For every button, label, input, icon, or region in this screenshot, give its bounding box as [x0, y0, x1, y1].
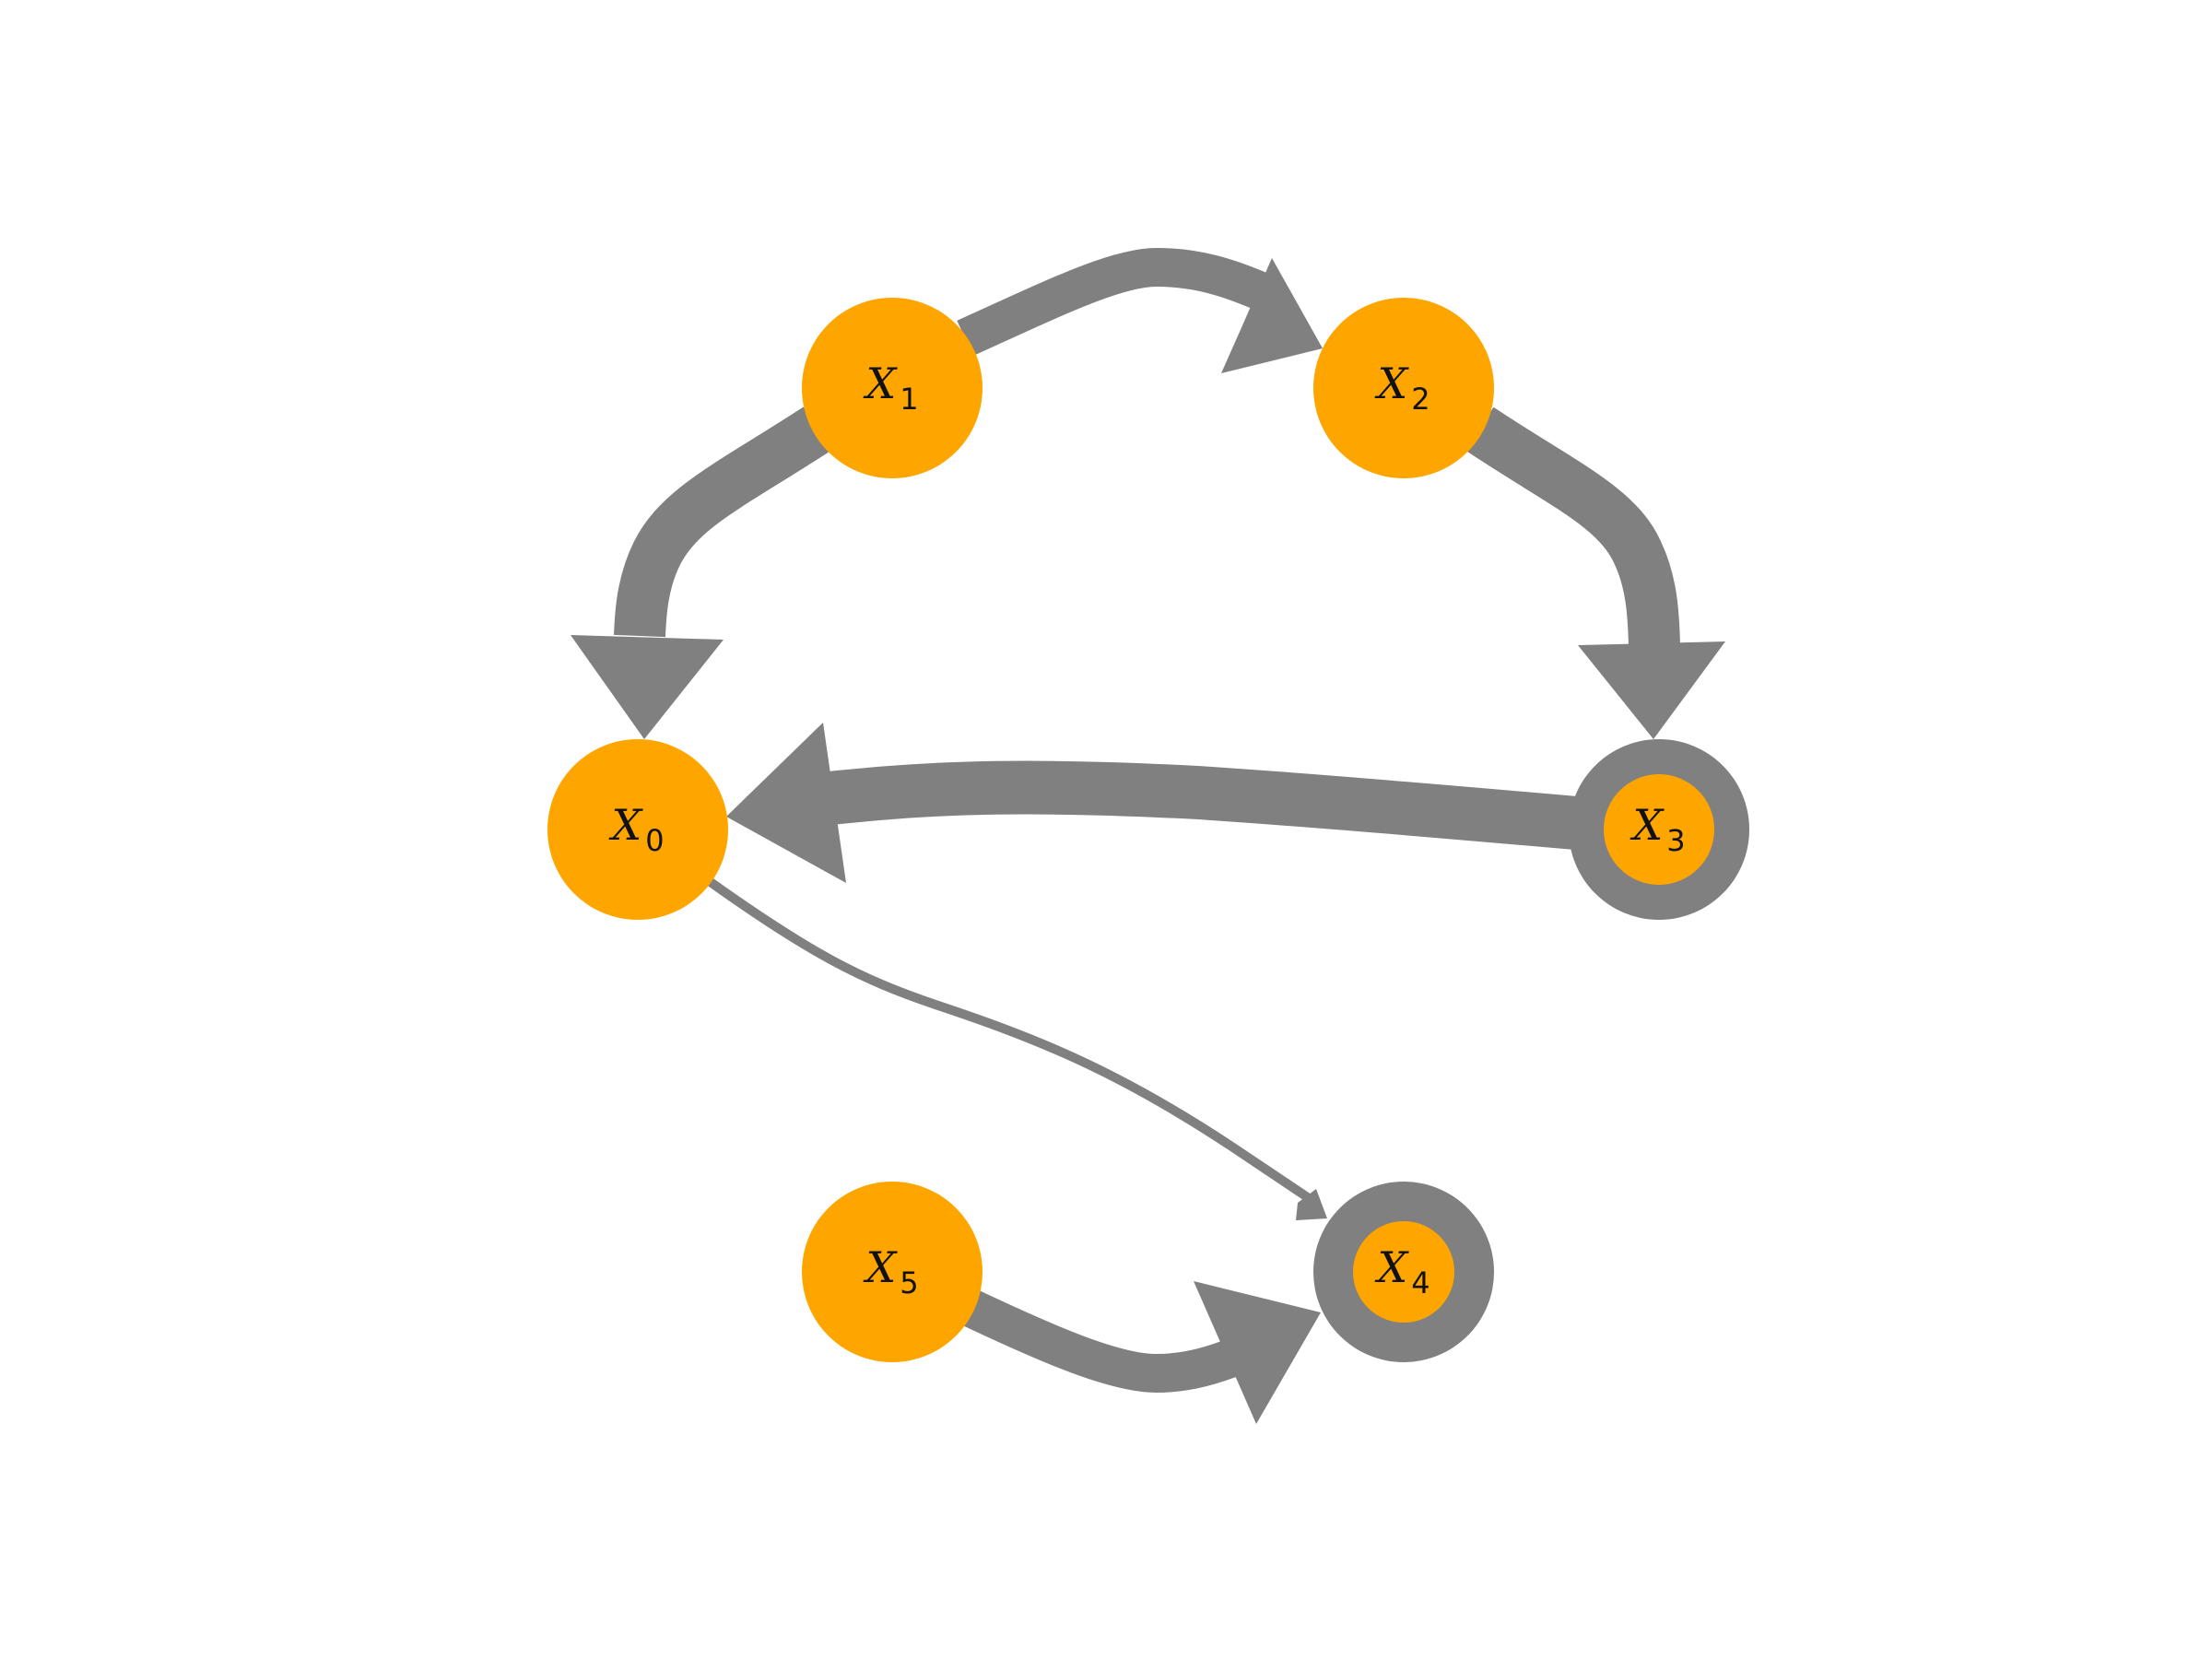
node-subscript: 4: [1411, 1265, 1430, 1300]
node-circle: [802, 298, 982, 478]
node-symbol: X: [1374, 1242, 1409, 1292]
edge-x3-x0: [726, 723, 1579, 883]
node-circle: [547, 739, 728, 920]
node-subscript: 3: [1666, 823, 1685, 858]
node-symbol: X: [608, 800, 643, 850]
node-subscript: 2: [1411, 382, 1430, 417]
edge-x1-x2: [957, 247, 1323, 373]
node-subscript: 1: [900, 382, 918, 417]
node-symbol: X: [863, 359, 898, 408]
node-circle: [802, 1182, 982, 1362]
node-circle: [1353, 1221, 1454, 1323]
edge-x1-x0: [571, 406, 832, 739]
edges: [571, 247, 1725, 1424]
node-subscript: 5: [900, 1265, 918, 1300]
node-circle: [1313, 298, 1494, 478]
node-symbol: X: [863, 1242, 898, 1292]
node-circle: [1604, 774, 1714, 885]
node-symbol: X: [1630, 800, 1665, 850]
node-symbol: X: [1374, 359, 1409, 408]
edge-x5-x4: [959, 1281, 1321, 1424]
edge-x0-x4: [705, 876, 1327, 1220]
edge-x2-x3: [1465, 406, 1725, 739]
node-subscript: 0: [645, 823, 664, 858]
